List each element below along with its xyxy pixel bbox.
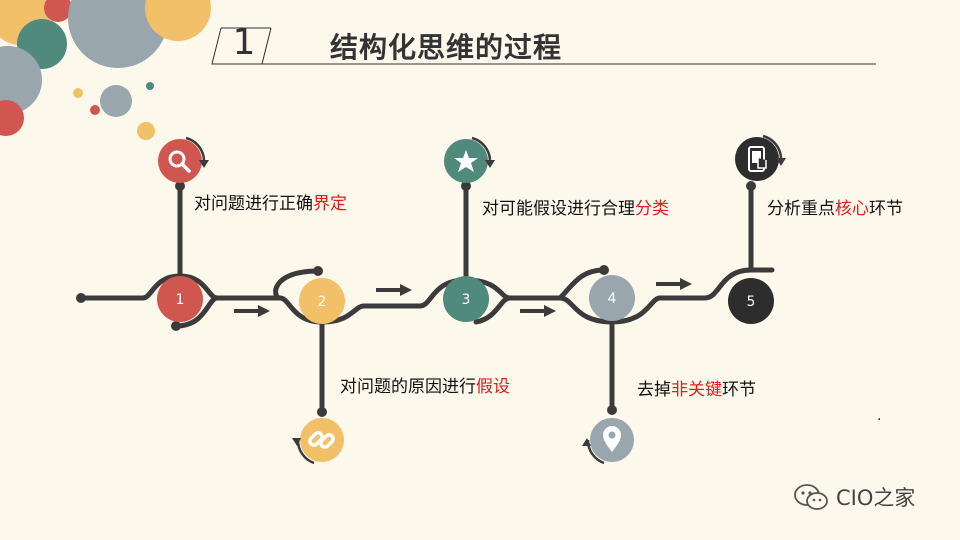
- step-2-number: 2: [318, 294, 327, 310]
- star-icon: [444, 136, 495, 183]
- step-4-label: 去掉非关键环节: [637, 375, 756, 400]
- step-4-text-post: 环节: [722, 380, 756, 400]
- stray-mark: .: [877, 408, 882, 424]
- step-2-label: 对问题的原因进行假设: [340, 372, 510, 397]
- step-2-circle: [299, 278, 345, 324]
- junction-dots: [76, 181, 756, 417]
- step-5-highlight: 核心: [835, 199, 869, 219]
- step-4-text: 去掉: [637, 380, 671, 400]
- step-5-text: 分析重点: [767, 199, 835, 219]
- step-1-number: 1: [176, 292, 185, 308]
- slide-number: 1: [232, 22, 256, 63]
- step-5-label: 分析重点核心环节: [767, 194, 903, 219]
- watermark: CIO之家: [792, 482, 915, 512]
- step-2-highlight: 假设: [476, 377, 510, 397]
- title-frame: [211, 27, 876, 65]
- step-5-circle: [728, 278, 774, 324]
- slide-title: 结构化思维的过程: [330, 31, 563, 64]
- step-3-highlight: 分类: [635, 199, 669, 219]
- step-circles: 1 2 3 4 5: [157, 275, 774, 324]
- step-3-number: 3: [462, 292, 471, 308]
- step-3-text: 对可能假设进行合理: [482, 199, 635, 219]
- decorative-bubbles: [0, 0, 211, 140]
- wechat-icon: [794, 484, 828, 510]
- step-4-circle: [589, 275, 635, 321]
- step-5-number: 5: [747, 294, 756, 310]
- direction-arrows: [234, 278, 692, 317]
- step-4-highlight: 非关键: [671, 380, 722, 400]
- arrow-icon: [656, 278, 692, 290]
- arrow-icon: [520, 305, 556, 317]
- location-pin-icon: [582, 418, 634, 465]
- step-2-text: 对问题的原因进行: [340, 377, 476, 397]
- step-4-number: 4: [608, 291, 617, 307]
- watermark-text: CIO之家: [836, 486, 916, 510]
- step-3-circle: [443, 276, 489, 322]
- touch-phone-icon: [735, 134, 786, 181]
- arrow-icon: [376, 284, 412, 296]
- step-5-text-post: 环节: [869, 199, 903, 219]
- step-1-label: 对问题进行正确界定: [194, 189, 347, 214]
- search-icon: [158, 136, 209, 183]
- step-3-label: 对可能假设进行合理分类: [482, 194, 669, 219]
- step-icon-badges: [158, 134, 786, 465]
- step-1-circle: [157, 276, 203, 322]
- link-icon: [292, 418, 344, 465]
- step-1-text: 对问题进行正确: [194, 194, 313, 214]
- step-1-highlight: 界定: [313, 194, 347, 214]
- arrow-icon: [234, 305, 270, 317]
